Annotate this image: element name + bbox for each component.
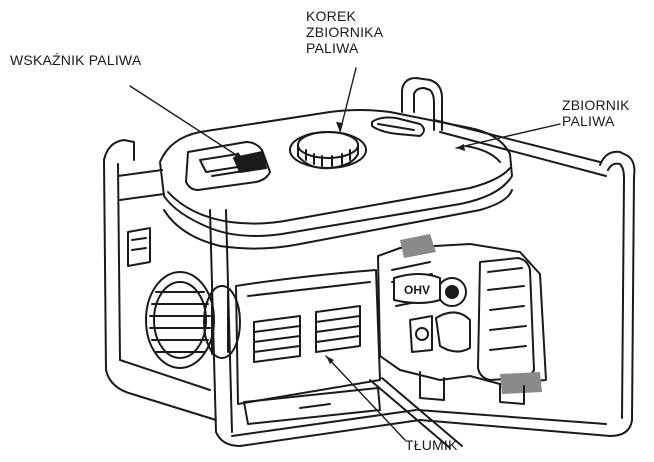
engine xyxy=(377,234,547,405)
leader-fuel-gauge xyxy=(129,85,245,161)
fuel-tank xyxy=(117,109,513,250)
arrowhead-fuel-tank xyxy=(456,144,465,151)
leader-fuel-cap xyxy=(339,67,357,133)
engine-badge: OHV xyxy=(404,283,430,297)
label-muffler: TŁUMIK xyxy=(405,437,458,453)
arrowhead-fuel-cap xyxy=(336,122,343,132)
frame xyxy=(103,77,636,449)
leader-fuel-tank xyxy=(455,123,561,149)
leader-lines xyxy=(129,67,561,441)
label-fuel-cap-line-3: PALIWA xyxy=(306,40,359,56)
label-fuel-gauge-line: WSKAŹNIK PALIWA xyxy=(10,52,142,68)
fuel-gauge xyxy=(185,141,271,191)
label-fuel-gauge: WSKAŹNIK PALIWA xyxy=(10,52,141,68)
arrowhead-fuel-gauge xyxy=(234,152,244,160)
label-fuel-cap-line-2: ZBIORNIKA xyxy=(306,24,384,40)
label-fuel-tank: ZBIORNIK PALIWA xyxy=(562,97,630,129)
label-fuel-tank-line-1: ZBIORNIK xyxy=(562,97,630,113)
leader-muffler xyxy=(325,355,406,441)
label-fuel-tank-line-2: PALIWA xyxy=(562,113,615,129)
label-fuel-cap: KOREK ZBIORNIKA PALIWA xyxy=(306,8,383,56)
muffler-cover-panel xyxy=(235,269,381,425)
label-muffler-line: TŁUMIK xyxy=(405,437,458,453)
label-fuel-cap-line-1: KOREK xyxy=(306,8,357,24)
arrowhead-muffler xyxy=(326,356,334,364)
alternator xyxy=(127,227,241,369)
fuel-cap xyxy=(289,131,367,170)
